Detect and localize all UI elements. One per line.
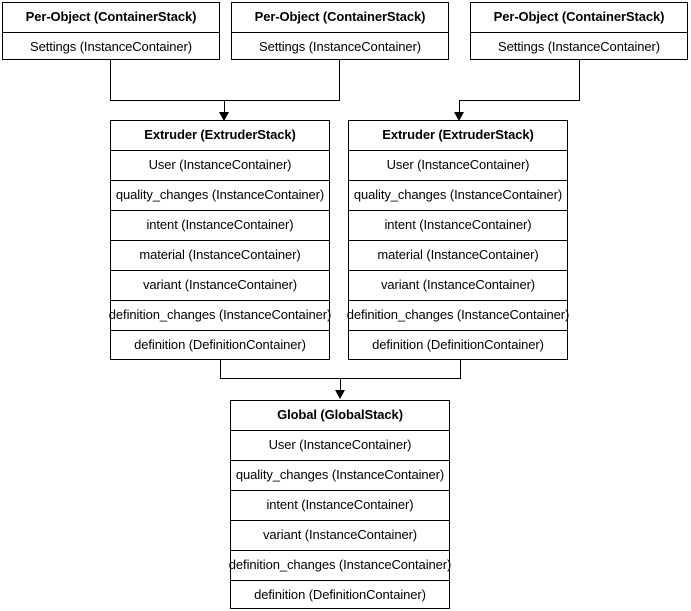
arrowhead-to-global — [334, 390, 345, 399]
per-object-stack-1-row-settings: Settings (InstanceContainer) — [3, 32, 219, 61]
per-object-stack-2-row-settings: Settings (InstanceContainer) — [232, 32, 448, 61]
extruder-stack-2-row-material: material (InstanceContainer) — [349, 240, 567, 270]
extruder-stack-2-row-quality-changes: quality_changes (InstanceContainer) — [349, 180, 567, 210]
connector-extruder1-drop — [220, 360, 221, 378]
extruder-stack-2-row-intent: intent (InstanceContainer) — [349, 210, 567, 240]
per-object-stack-3[interactable]: Per-Object (ContainerStack) Settings (In… — [470, 2, 688, 60]
extruder-stack-1-row-quality-changes: quality_changes (InstanceContainer) — [111, 180, 329, 210]
extruder-stack-1-row-user: User (InstanceContainer) — [111, 150, 329, 180]
per-object-stack-1-header: Per-Object (ContainerStack) — [25, 9, 197, 25]
connector-perobject-merge-bar-left — [110, 100, 340, 101]
extruder-stack-1-row-definition: definition (DefinitionContainer) — [111, 330, 329, 360]
connector-perobject2-drop — [339, 60, 340, 100]
global-stack-header: Global (GlobalStack) — [277, 407, 403, 423]
global-stack-row-definition: definition (DefinitionContainer) — [231, 580, 449, 610]
connector-to-global — [340, 378, 341, 392]
connector-to-extruder-2 — [459, 100, 460, 114]
extruder-stack-2-row-definition-changes: definition_changes (InstanceContainer) — [347, 300, 569, 330]
extruder-stack-1[interactable]: Extruder (ExtruderStack) User (InstanceC… — [109, 120, 331, 360]
arrowhead-to-extruder-2 — [453, 112, 464, 121]
extruder-stack-1-row-variant: variant (InstanceContainer) — [111, 270, 329, 300]
connector-perobject3-drop — [579, 60, 580, 100]
global-stack-row-variant: variant (InstanceContainer) — [231, 520, 449, 550]
global-stack-row-intent: intent (InstanceContainer) — [231, 490, 449, 520]
extruder-stack-2-row-user: User (InstanceContainer) — [349, 150, 567, 180]
extruder-stack-2[interactable]: Extruder (ExtruderStack) User (InstanceC… — [347, 120, 569, 360]
extruder-stack-1-row-material: material (InstanceContainer) — [111, 240, 329, 270]
global-stack-row-definition-changes: definition_changes (InstanceContainer) — [229, 550, 451, 580]
extruder-stack-1-row-definition-changes: definition_changes (InstanceContainer) — [109, 300, 331, 330]
extruder-stack-1-header: Extruder (ExtruderStack) — [144, 127, 296, 143]
global-stack-row-quality-changes: quality_changes (InstanceContainer) — [231, 460, 449, 490]
connector-to-extruder-1 — [224, 100, 225, 114]
extruder-stack-2-row-variant: variant (InstanceContainer) — [349, 270, 567, 300]
per-object-stack-1[interactable]: Per-Object (ContainerStack) Settings (In… — [2, 2, 220, 60]
per-object-stack-3-row-settings: Settings (InstanceContainer) — [471, 32, 687, 61]
arrowhead-to-extruder-1 — [218, 112, 229, 121]
extruder-stack-2-row-definition: definition (DefinitionContainer) — [349, 330, 567, 360]
per-object-stack-2[interactable]: Per-Object (ContainerStack) Settings (In… — [231, 2, 449, 60]
connector-perobject1-drop — [110, 60, 111, 100]
connector-perobject3-route — [459, 100, 580, 101]
global-stack[interactable]: Global (GlobalStack) User (InstanceConta… — [229, 400, 451, 610]
per-object-stack-3-header: Per-Object (ContainerStack) — [493, 9, 665, 25]
extruder-stack-1-row-intent: intent (InstanceContainer) — [111, 210, 329, 240]
per-object-stack-2-header: Per-Object (ContainerStack) — [254, 9, 426, 25]
connector-extruder2-drop — [460, 360, 461, 378]
global-stack-row-user: User (InstanceContainer) — [231, 430, 449, 460]
extruder-stack-2-header: Extruder (ExtruderStack) — [382, 127, 534, 143]
